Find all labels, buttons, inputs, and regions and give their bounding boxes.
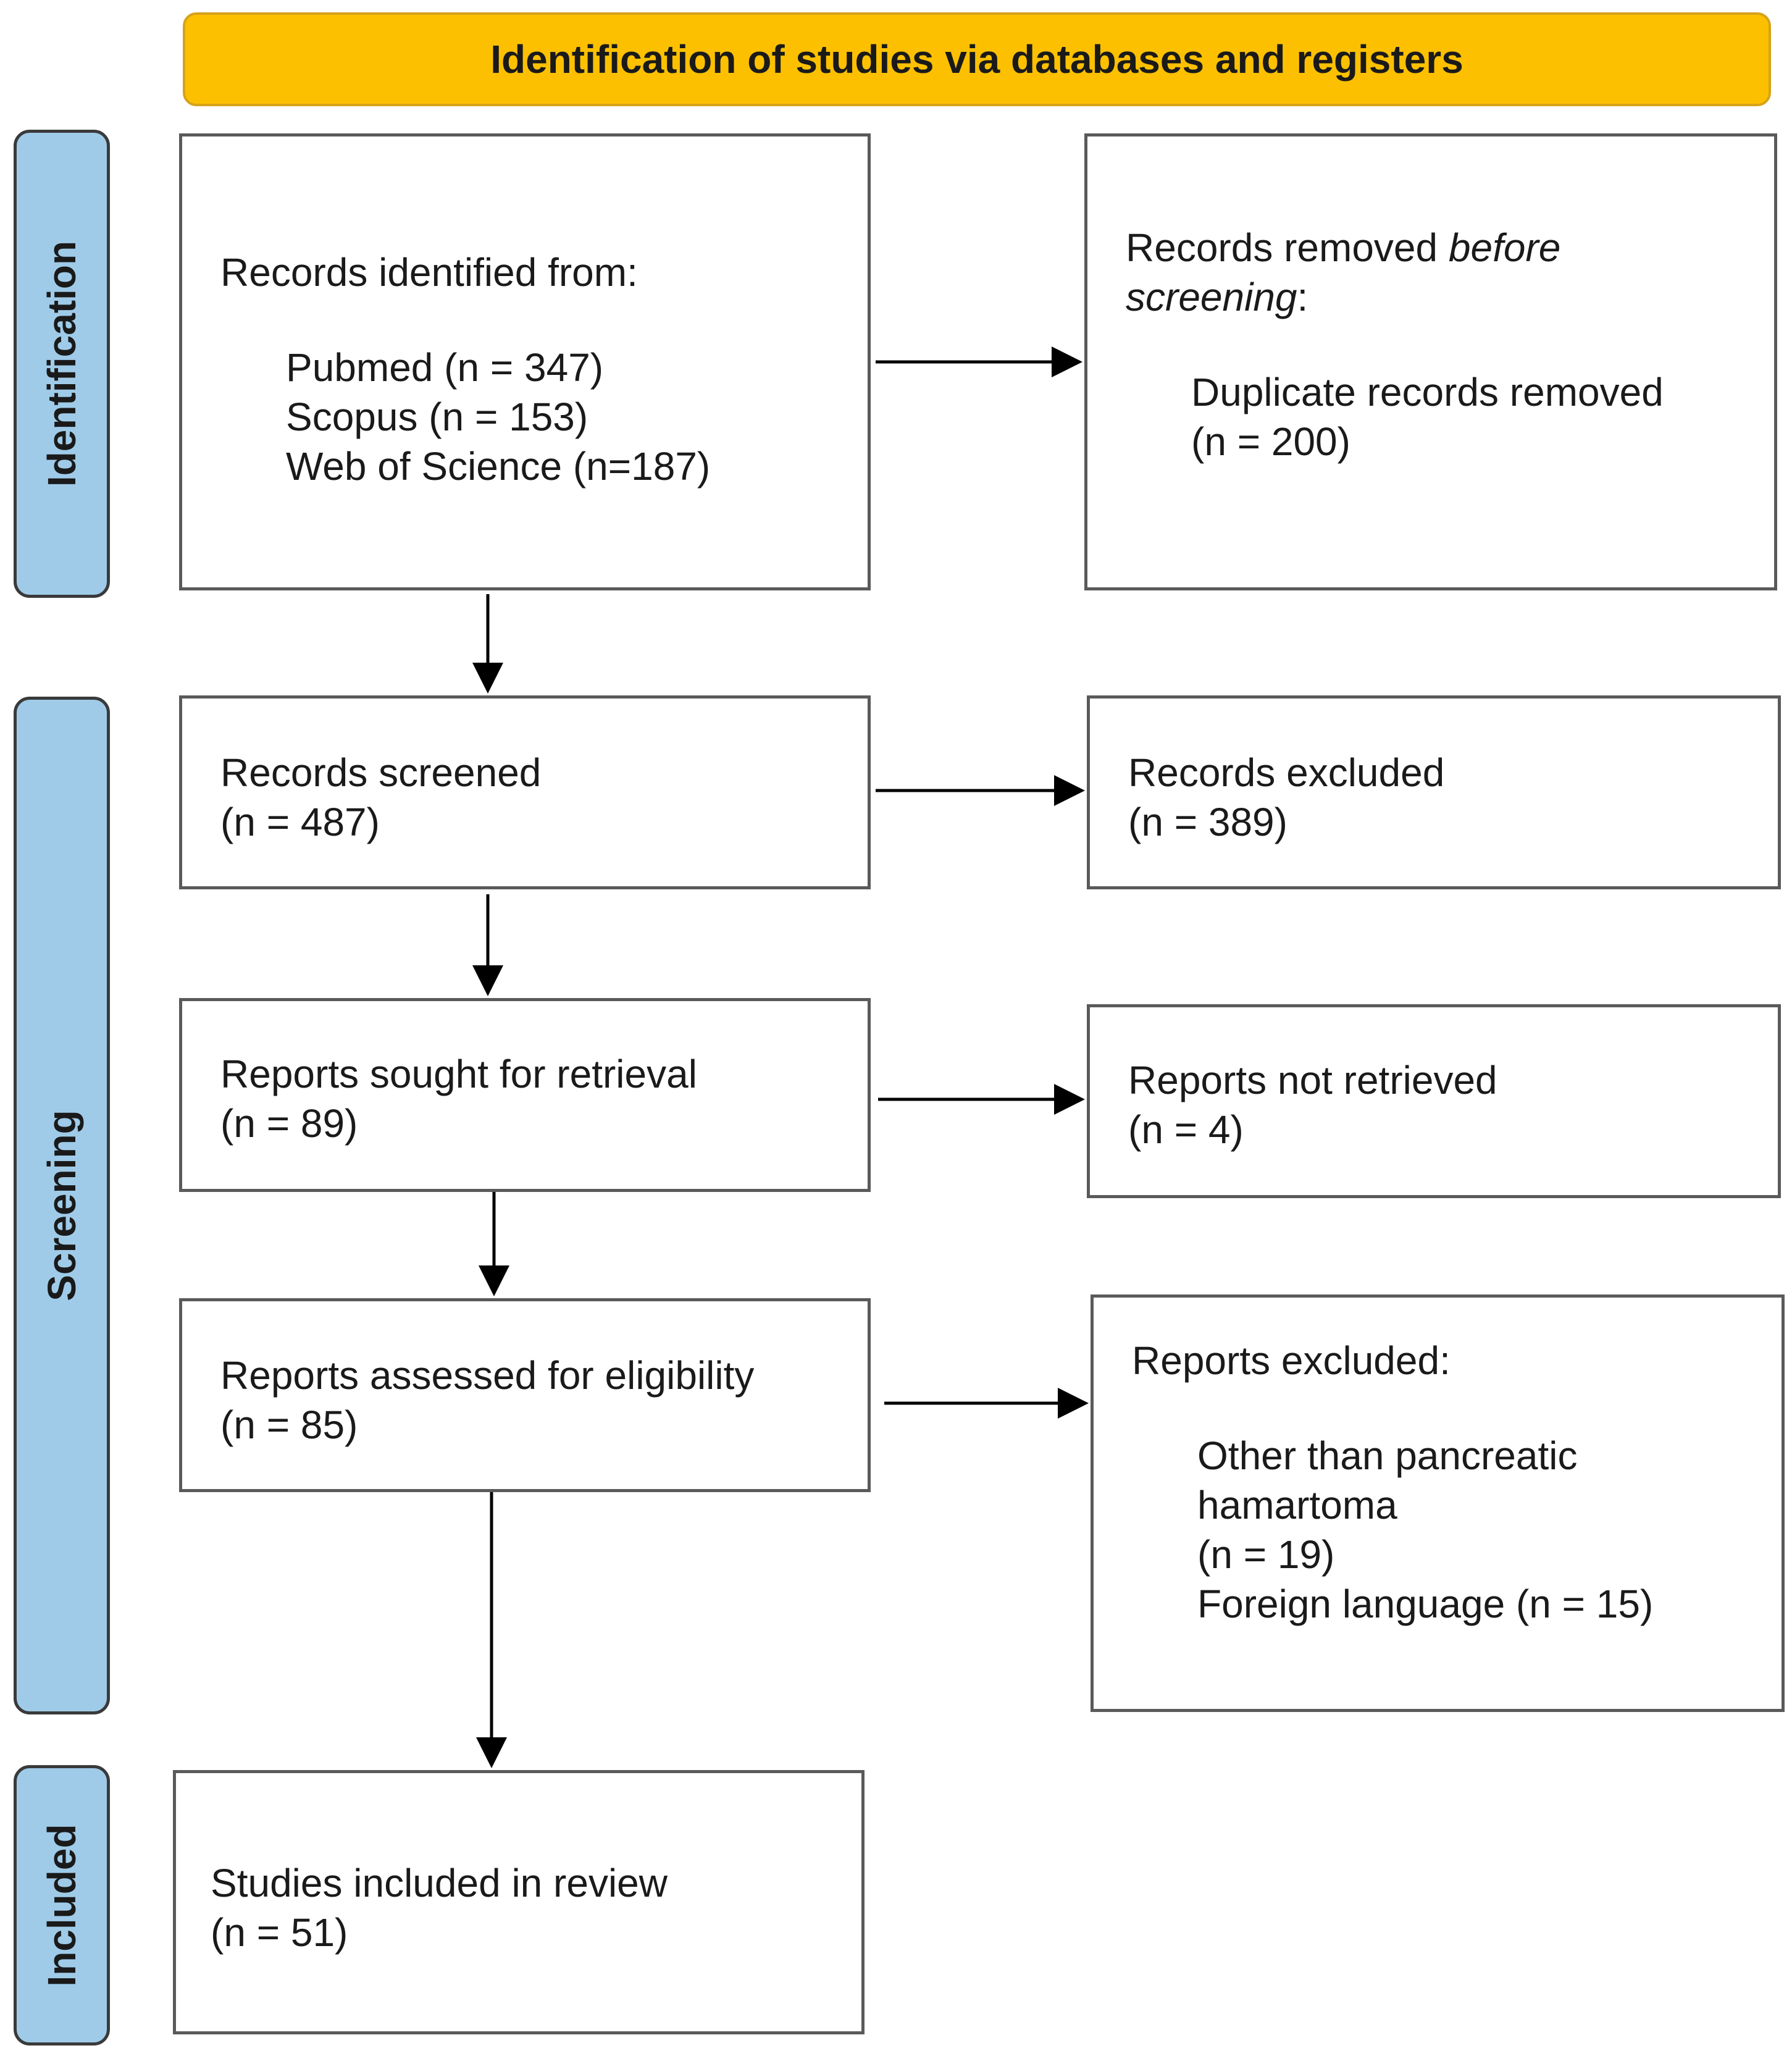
records-identified-heading: Records identified from: bbox=[220, 250, 638, 295]
header-title: Identification of studies via databases … bbox=[490, 37, 1463, 82]
records-screened-label: Records screened bbox=[220, 750, 542, 795]
source-pubmed: Pubmed (n = 347) bbox=[286, 345, 604, 390]
reports-assessed-label: Reports assessed for eligibility bbox=[220, 1353, 755, 1398]
reports-assessed-count: (n = 85) bbox=[220, 1403, 358, 1447]
records-removed-heading-screening: screening bbox=[1126, 275, 1297, 319]
records-excluded-count: (n = 389) bbox=[1128, 800, 1287, 844]
phase-included: Included bbox=[14, 1765, 110, 2046]
reports-not-retrieved-label: Reports not retrieved bbox=[1128, 1058, 1497, 1102]
studies-included-count: (n = 51) bbox=[211, 1910, 348, 1955]
source-web-of-science: Web of Science (n=187) bbox=[286, 444, 711, 489]
records-removed-heading: Records removed before bbox=[1126, 223, 1774, 272]
duplicate-records-count: (n = 200) bbox=[1191, 419, 1350, 464]
reports-excluded-heading: Reports excluded: bbox=[1132, 1338, 1451, 1383]
records-removed-heading-prefix: Records removed bbox=[1126, 225, 1449, 270]
phase-identification: Identification bbox=[14, 130, 110, 598]
reports-sought-count: (n = 89) bbox=[220, 1101, 358, 1146]
studies-included-box: Studies included in review (n = 51) bbox=[173, 1770, 865, 2034]
reports-assessed-box: Reports assessed for eligibility (n = 85… bbox=[179, 1298, 871, 1492]
phase-screening: Screening bbox=[14, 697, 110, 1714]
duplicate-records-label: Duplicate records removed bbox=[1191, 370, 1664, 414]
records-excluded-label: Records excluded bbox=[1128, 750, 1445, 795]
exclusion-reason-foreign-language: Foreign language (n = 15) bbox=[1197, 1582, 1654, 1626]
header-banner: Identification of studies via databases … bbox=[183, 12, 1771, 106]
records-screened-box: Records screened (n = 487) bbox=[179, 695, 871, 889]
records-screened-count: (n = 487) bbox=[220, 800, 380, 844]
records-removed-heading-before: before bbox=[1448, 225, 1561, 270]
source-scopus: Scopus (n = 153) bbox=[286, 395, 588, 439]
studies-included-label: Studies included in review bbox=[211, 1861, 668, 1905]
exclusion-reason-other-line-2: hamartoma bbox=[1197, 1483, 1397, 1527]
reports-not-retrieved-count: (n = 4) bbox=[1128, 1107, 1244, 1152]
records-identified-box: Records identified from: Pubmed (n = 347… bbox=[179, 133, 871, 590]
records-removed-heading-cont: screening: bbox=[1126, 272, 1774, 322]
exclusion-reason-other-count: (n = 19) bbox=[1197, 1532, 1335, 1577]
exclusion-reason-other-line-1: Other than pancreatic bbox=[1197, 1433, 1578, 1478]
reports-excluded-box: Reports excluded: Other than pancreatic … bbox=[1091, 1294, 1785, 1712]
reports-sought-box: Reports sought for retrieval (n = 89) bbox=[179, 998, 871, 1192]
reports-not-retrieved-box: Reports not retrieved (n = 4) bbox=[1087, 1004, 1781, 1198]
records-excluded-box: Records excluded (n = 389) bbox=[1087, 695, 1781, 889]
records-removed-heading-colon: : bbox=[1297, 275, 1308, 319]
records-removed-box: Records removed before screening: Duplic… bbox=[1084, 133, 1777, 590]
reports-sought-label: Reports sought for retrieval bbox=[220, 1052, 697, 1096]
